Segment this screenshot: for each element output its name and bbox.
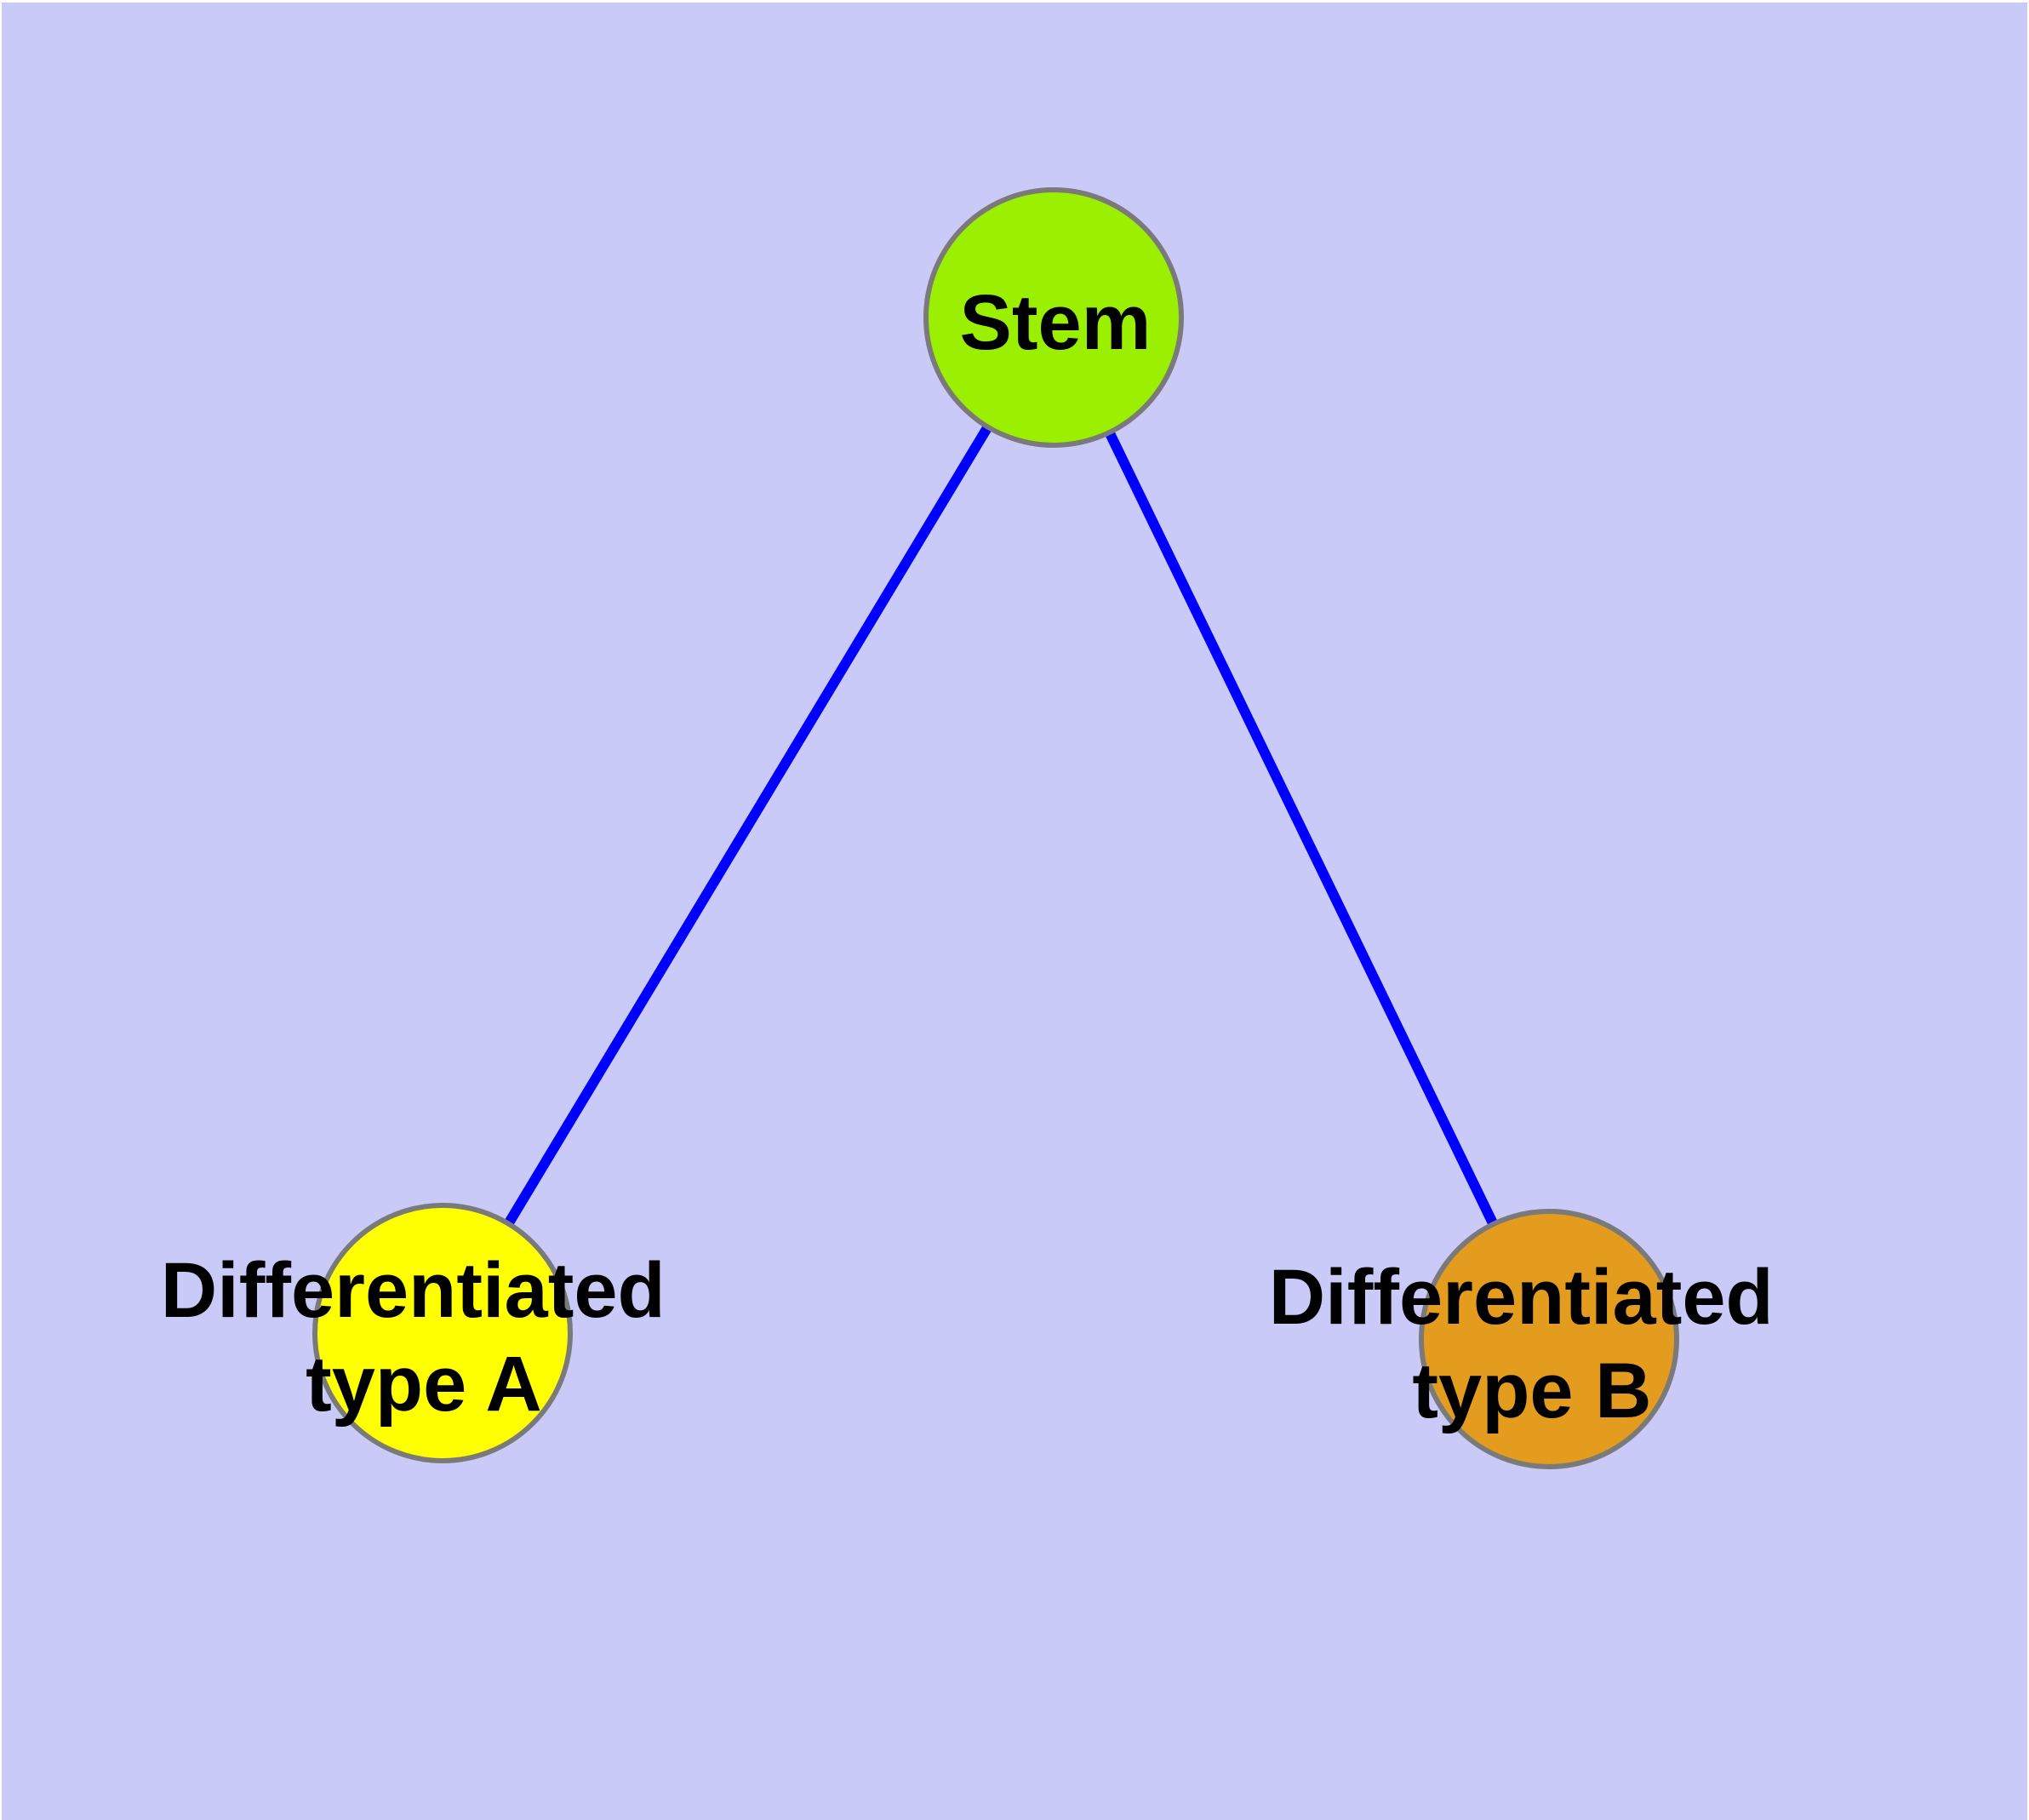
node-differentiated-type-a[interactable] xyxy=(312,1203,573,1463)
node-stem[interactable] xyxy=(923,187,1184,448)
edge-stem-to-type-b[interactable] xyxy=(1049,315,1554,1342)
node-differentiated-type-b[interactable] xyxy=(1419,1209,1679,1469)
edge-stem-to-type-a[interactable] xyxy=(437,314,1059,1336)
